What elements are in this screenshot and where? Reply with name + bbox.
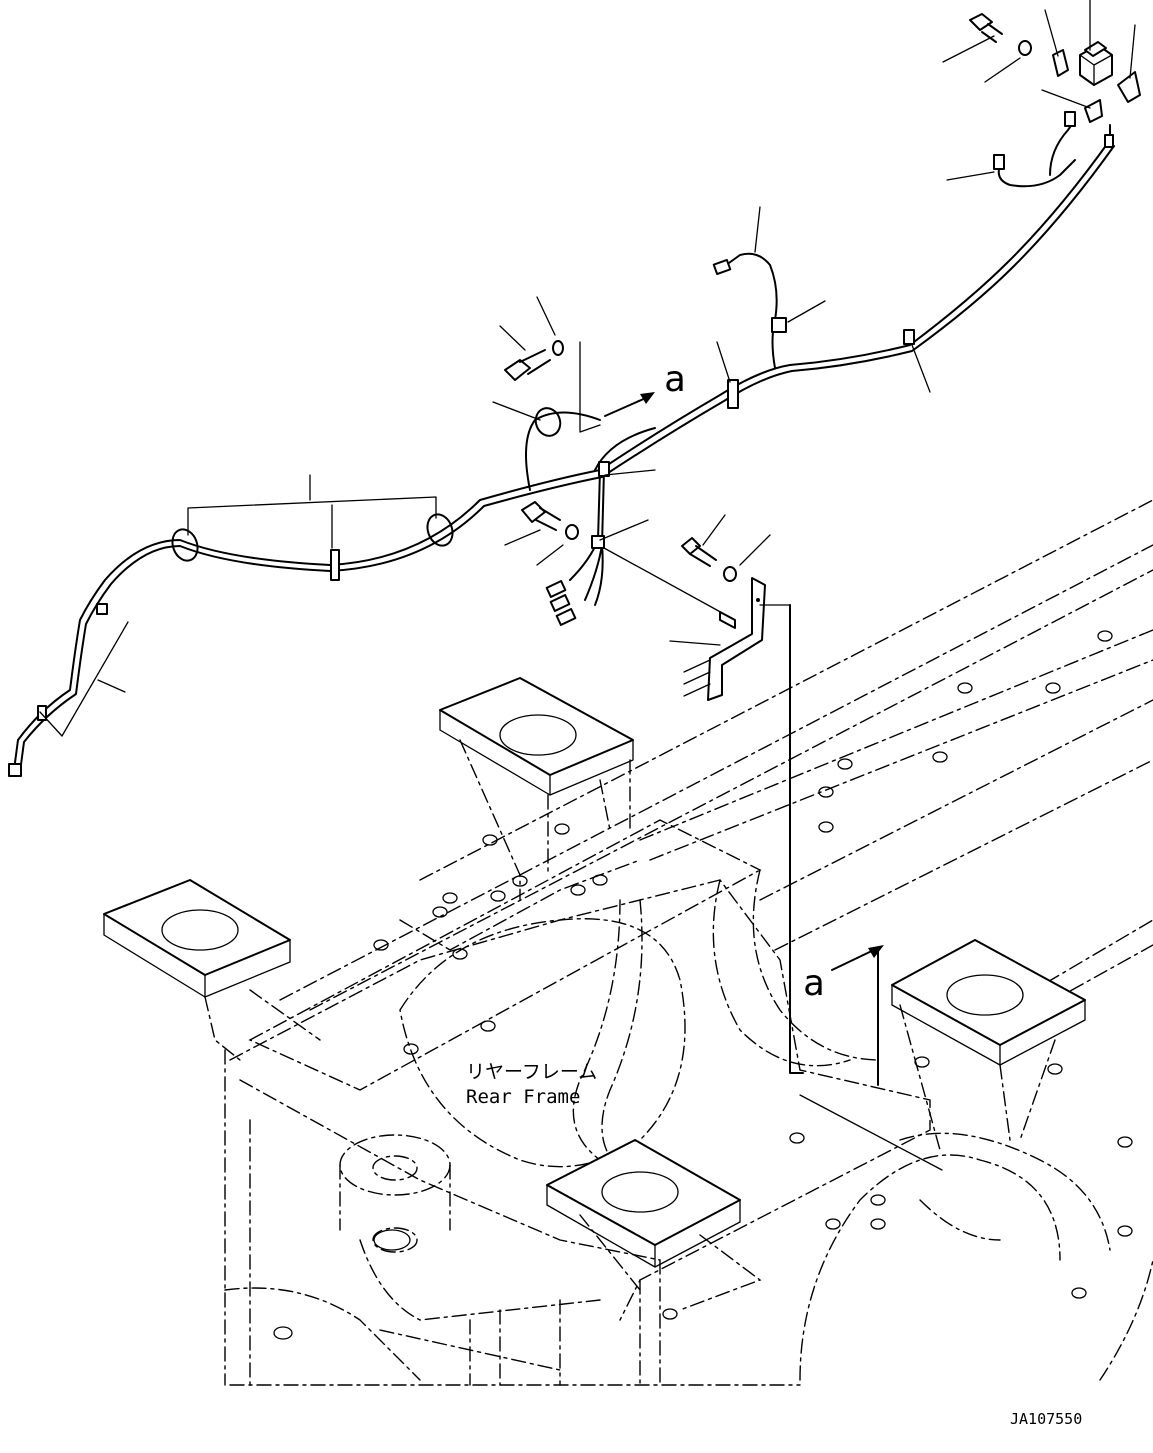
harness-clamps: [37, 317, 915, 721]
leader-lines: [39, 0, 1136, 1171]
view-marker-top: a: [664, 359, 686, 400]
frame-mount-pad-top: [439, 677, 634, 901]
frame-bolt-holes: [273, 630, 1133, 1340]
frame-mount-pad-right: [891, 939, 1086, 1151]
harness-bracket: [683, 577, 766, 701]
relay-block: [1052, 41, 1141, 123]
rear-frame: [224, 499, 1153, 1386]
frame-mount-pad-bottom: [546, 1139, 762, 1311]
frame-mount-pad-left: [103, 879, 321, 1061]
view-marker-bottom: a: [803, 963, 825, 1004]
frame-label-jp: リヤーフレーム: [466, 1061, 597, 1083]
frame-label-en: Rear Frame: [466, 1086, 580, 1108]
main-wire-harness: [8, 111, 1115, 777]
bolts-and-washers: [504, 13, 1032, 582]
drawing-number: JA107550: [1010, 1410, 1082, 1428]
